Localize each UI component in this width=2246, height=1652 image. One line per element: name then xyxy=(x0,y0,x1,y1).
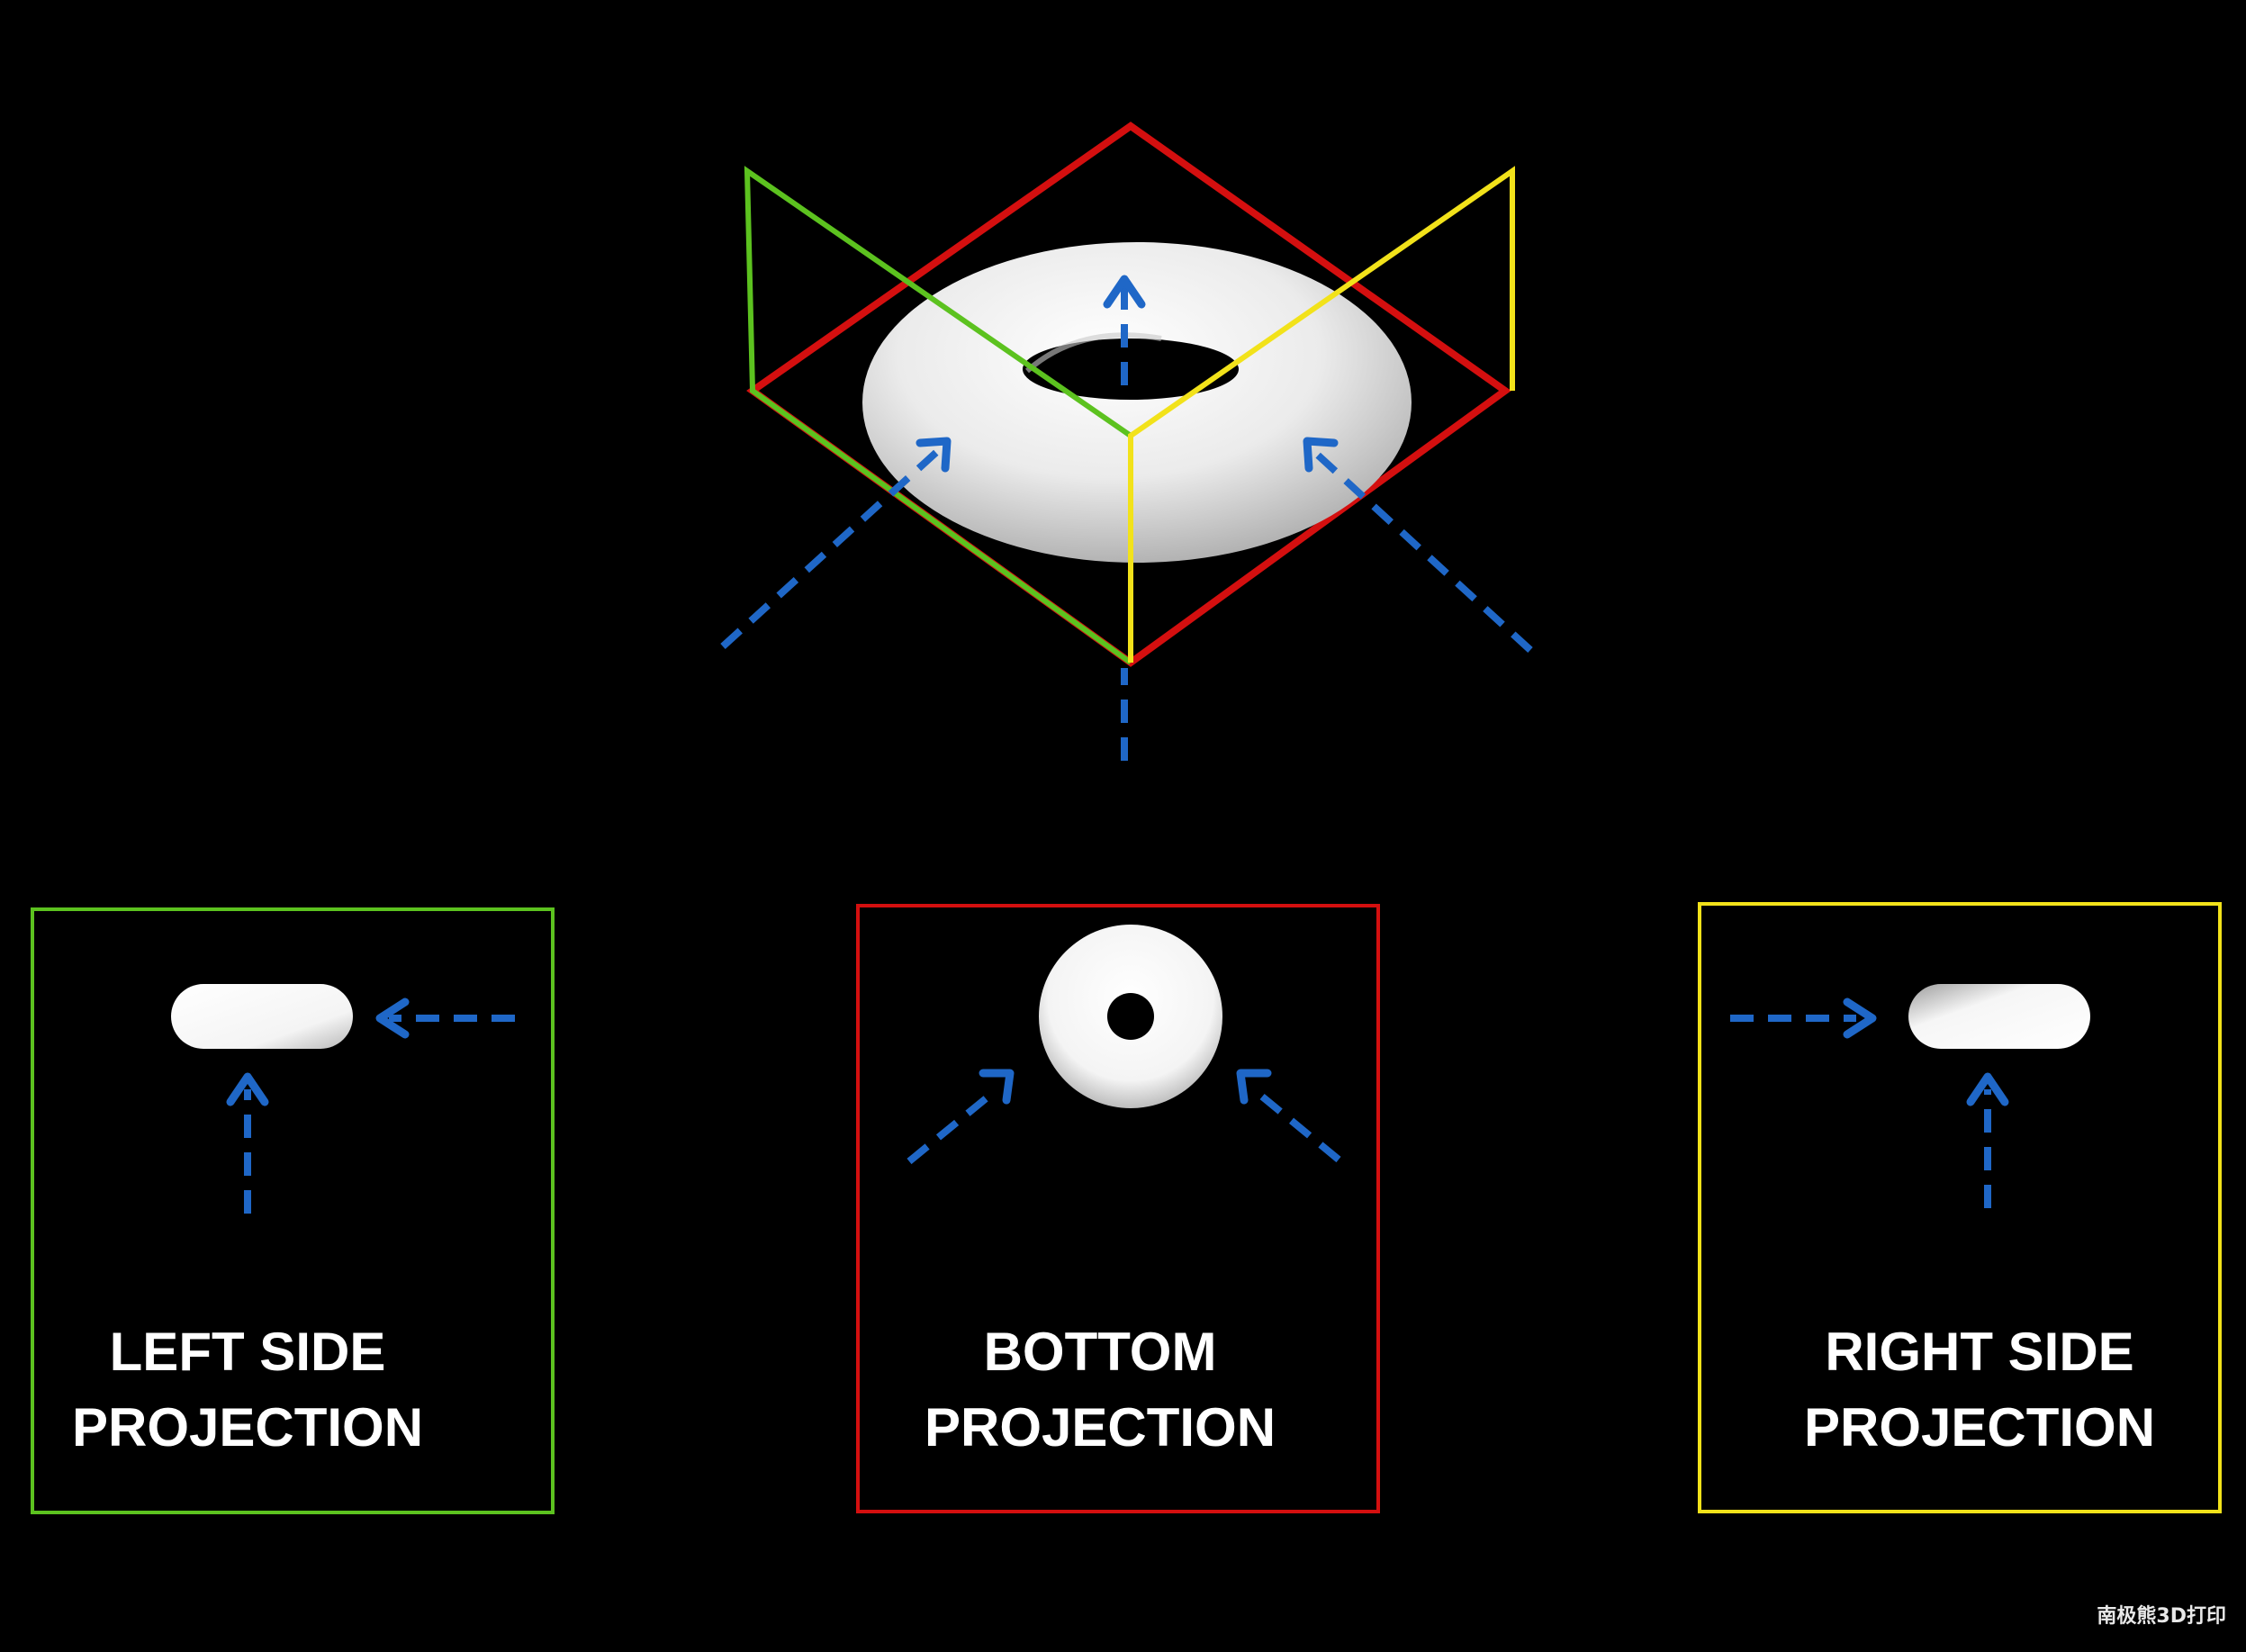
arrow-head-icon xyxy=(1843,998,1877,1039)
arrow-head-icon xyxy=(1236,1069,1272,1105)
scene-view-arrows xyxy=(720,275,1533,761)
capsule-projection-icon xyxy=(1908,984,2090,1049)
dashed-arrow-icon xyxy=(907,1088,997,1165)
torus-icon xyxy=(862,242,1412,563)
arrow-head-icon xyxy=(916,437,952,473)
left-projection-panel xyxy=(31,907,555,1514)
dashed-arrow-icon xyxy=(720,446,943,649)
arrow-head-icon xyxy=(1103,275,1146,309)
bottom-projection-panel xyxy=(856,904,1380,1513)
right-plane xyxy=(1128,166,1515,663)
bottom-label-line2: PROJECTION xyxy=(924,1397,1276,1458)
right-label-line2: PROJECTION xyxy=(1803,1397,2156,1458)
left-label-line2: PROJECTION xyxy=(71,1397,424,1458)
right-projection-panel xyxy=(1698,902,2222,1513)
right-label-line1: RIGHT SIDE xyxy=(1825,1322,2134,1382)
arrow-head-icon xyxy=(375,998,410,1039)
left-label-line1: LEFT SIDE xyxy=(109,1322,386,1382)
arrow-head-icon xyxy=(979,1069,1015,1105)
watermark: 南极熊3D打印 xyxy=(2097,1605,2226,1628)
bottom-label-line1: BOTTOM xyxy=(983,1322,1217,1382)
dashed-arrow-icon xyxy=(1310,447,1533,653)
arrow-head-icon xyxy=(226,1072,269,1106)
right-panel-frame xyxy=(1698,902,2222,1513)
left-panel-frame xyxy=(31,907,555,1514)
right-projection-label: RIGHT SIDE PROJECTION xyxy=(1700,1314,2246,1466)
arrow-head-icon xyxy=(1303,437,1339,473)
dashed-arrow-icon xyxy=(1254,1088,1341,1163)
capsule-projection-icon xyxy=(171,984,353,1049)
isometric-scene xyxy=(720,122,1533,761)
arrow-head-icon xyxy=(1966,1072,2009,1106)
bottom-projection-label: BOTTOM PROJECTION xyxy=(858,1314,1342,1466)
left-projection-label: LEFT SIDE PROJECTION xyxy=(32,1314,463,1466)
bottom-panel-frame xyxy=(856,904,1380,1513)
ring-projection-icon xyxy=(1039,925,1222,1108)
